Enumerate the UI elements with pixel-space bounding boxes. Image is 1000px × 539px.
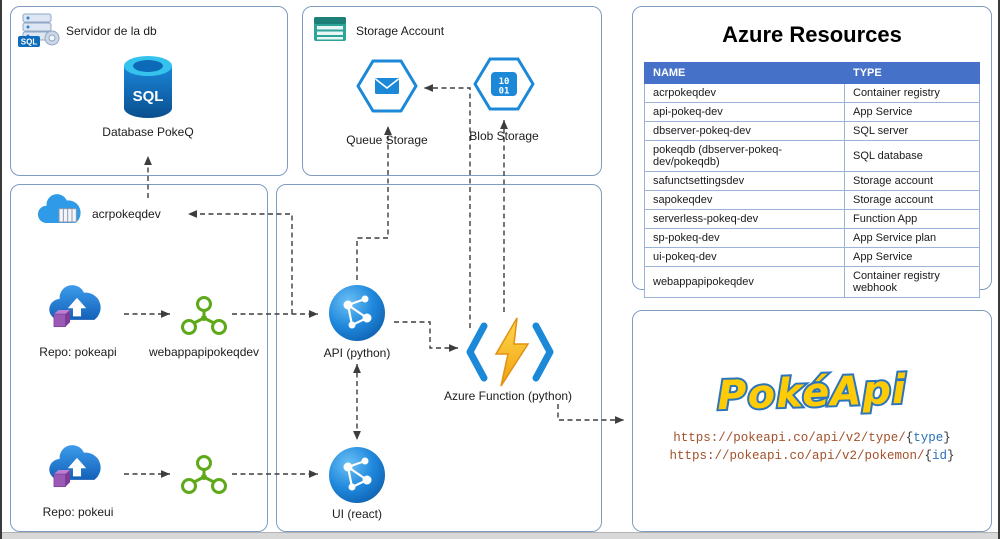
table-cell: sapokeqdev — [644, 190, 845, 210]
azure-function-label: Azure Function (python) — [443, 389, 573, 403]
webhook-label: webappapipokeqdev — [148, 345, 260, 359]
queue-storage-icon — [356, 58, 418, 119]
table-cell: SQL database — [844, 140, 980, 172]
pokeapi-url-type: https://pokeapi.co/api/v2/type/{type} — [632, 431, 992, 445]
blob-icon-digits-top: 10 — [499, 77, 510, 87]
table-cell: Container registry — [844, 83, 980, 103]
table-cell: ui-pokeq-dev — [644, 247, 845, 267]
table-cell: App Service plan — [844, 228, 980, 248]
queue-storage-label: Queue Storage — [346, 133, 428, 147]
table-cell: serverless-pokeq-dev — [644, 209, 845, 229]
table-row: pokeqdb (dbserver-pokeq-dev/pokeqdb)SQL … — [644, 140, 980, 172]
url-brace: { — [924, 449, 933, 463]
database-label: Database PokeQ — [102, 125, 194, 139]
pokeapi-logo: PokéApi — [631, 356, 993, 436]
repo-pokeui-icon — [48, 444, 106, 501]
table-cell: Function App — [844, 209, 980, 229]
blob-storage-icon: 10 01 — [473, 56, 535, 117]
table-cell: webappapipokeqdev — [644, 266, 845, 298]
repo-pokeui-label: Repo: pokeui — [42, 505, 114, 519]
table-cell: SQL server — [844, 121, 980, 141]
url-brace: { — [905, 431, 914, 445]
url-text: https://pokeapi.co/api/v2/pokemon/ — [669, 449, 925, 463]
azure-function-icon — [464, 316, 556, 393]
pokeapi-logo-text: PokéApi — [716, 367, 907, 420]
table-cell: pokeqdb (dbserver-pokeq-dev/pokeqdb) — [644, 140, 845, 172]
url-param: type — [913, 431, 944, 445]
container-registry-icon — [36, 194, 84, 233]
sql-database-icon: SQL — [120, 54, 176, 125]
api-app-icon — [328, 284, 386, 347]
ui-app-label: UI (react) — [331, 507, 382, 521]
table-cell: dbserver-pokeq-dev — [644, 121, 845, 141]
ui-app-icon — [328, 446, 386, 509]
table-cell: App Service — [844, 247, 980, 267]
pokeapi-url-pokemon: https://pokeapi.co/api/v2/pokemon/{id} — [632, 449, 992, 463]
table-cell: api-pokeq-dev — [644, 102, 845, 122]
table-header-row: NAME TYPE — [644, 62, 980, 84]
sql-server-icon-text: SQL — [21, 38, 38, 47]
table-cell: sp-pokeq-dev — [644, 228, 845, 248]
table-cell: Storage account — [844, 190, 980, 210]
column-header-name: NAME — [644, 62, 845, 84]
sql-database-icon-text: SQL — [133, 88, 164, 105]
webhook-icon — [180, 294, 228, 343]
api-app-label: API (python) — [323, 346, 391, 360]
sql-server-icon: SQL — [16, 12, 60, 53]
table-cell: acrpokeqdev — [644, 83, 845, 103]
blob-storage-label: Blob Storage — [469, 129, 539, 143]
url-text: https://pokeapi.co/api/v2/type/ — [673, 431, 906, 445]
url-brace: } — [943, 431, 951, 445]
acr-label: acrpokeqdev — [92, 207, 161, 221]
table-cell: safunctsettingsdev — [644, 171, 845, 191]
repo-pokeapi-icon — [48, 284, 106, 341]
url-param: id — [932, 449, 948, 463]
resources-title: Azure Resources — [722, 22, 902, 47]
group-pokeapi — [632, 310, 992, 532]
column-header-type: TYPE — [844, 62, 980, 84]
webhook-icon — [180, 453, 228, 502]
storage-account-icon — [312, 14, 348, 49]
table-cell: App Service — [844, 102, 980, 122]
table-cell: Storage account — [844, 171, 980, 191]
db-group-title: Servidor de la db — [66, 24, 157, 38]
bottom-bar — [2, 532, 998, 539]
blob-icon-digits-bottom: 01 — [499, 87, 510, 97]
repo-pokeapi-label: Repo: pokeapi — [39, 345, 117, 359]
table-cell: Container registry webhook — [844, 266, 980, 298]
storage-group-title: Storage Account — [356, 24, 445, 38]
url-brace: } — [947, 449, 955, 463]
